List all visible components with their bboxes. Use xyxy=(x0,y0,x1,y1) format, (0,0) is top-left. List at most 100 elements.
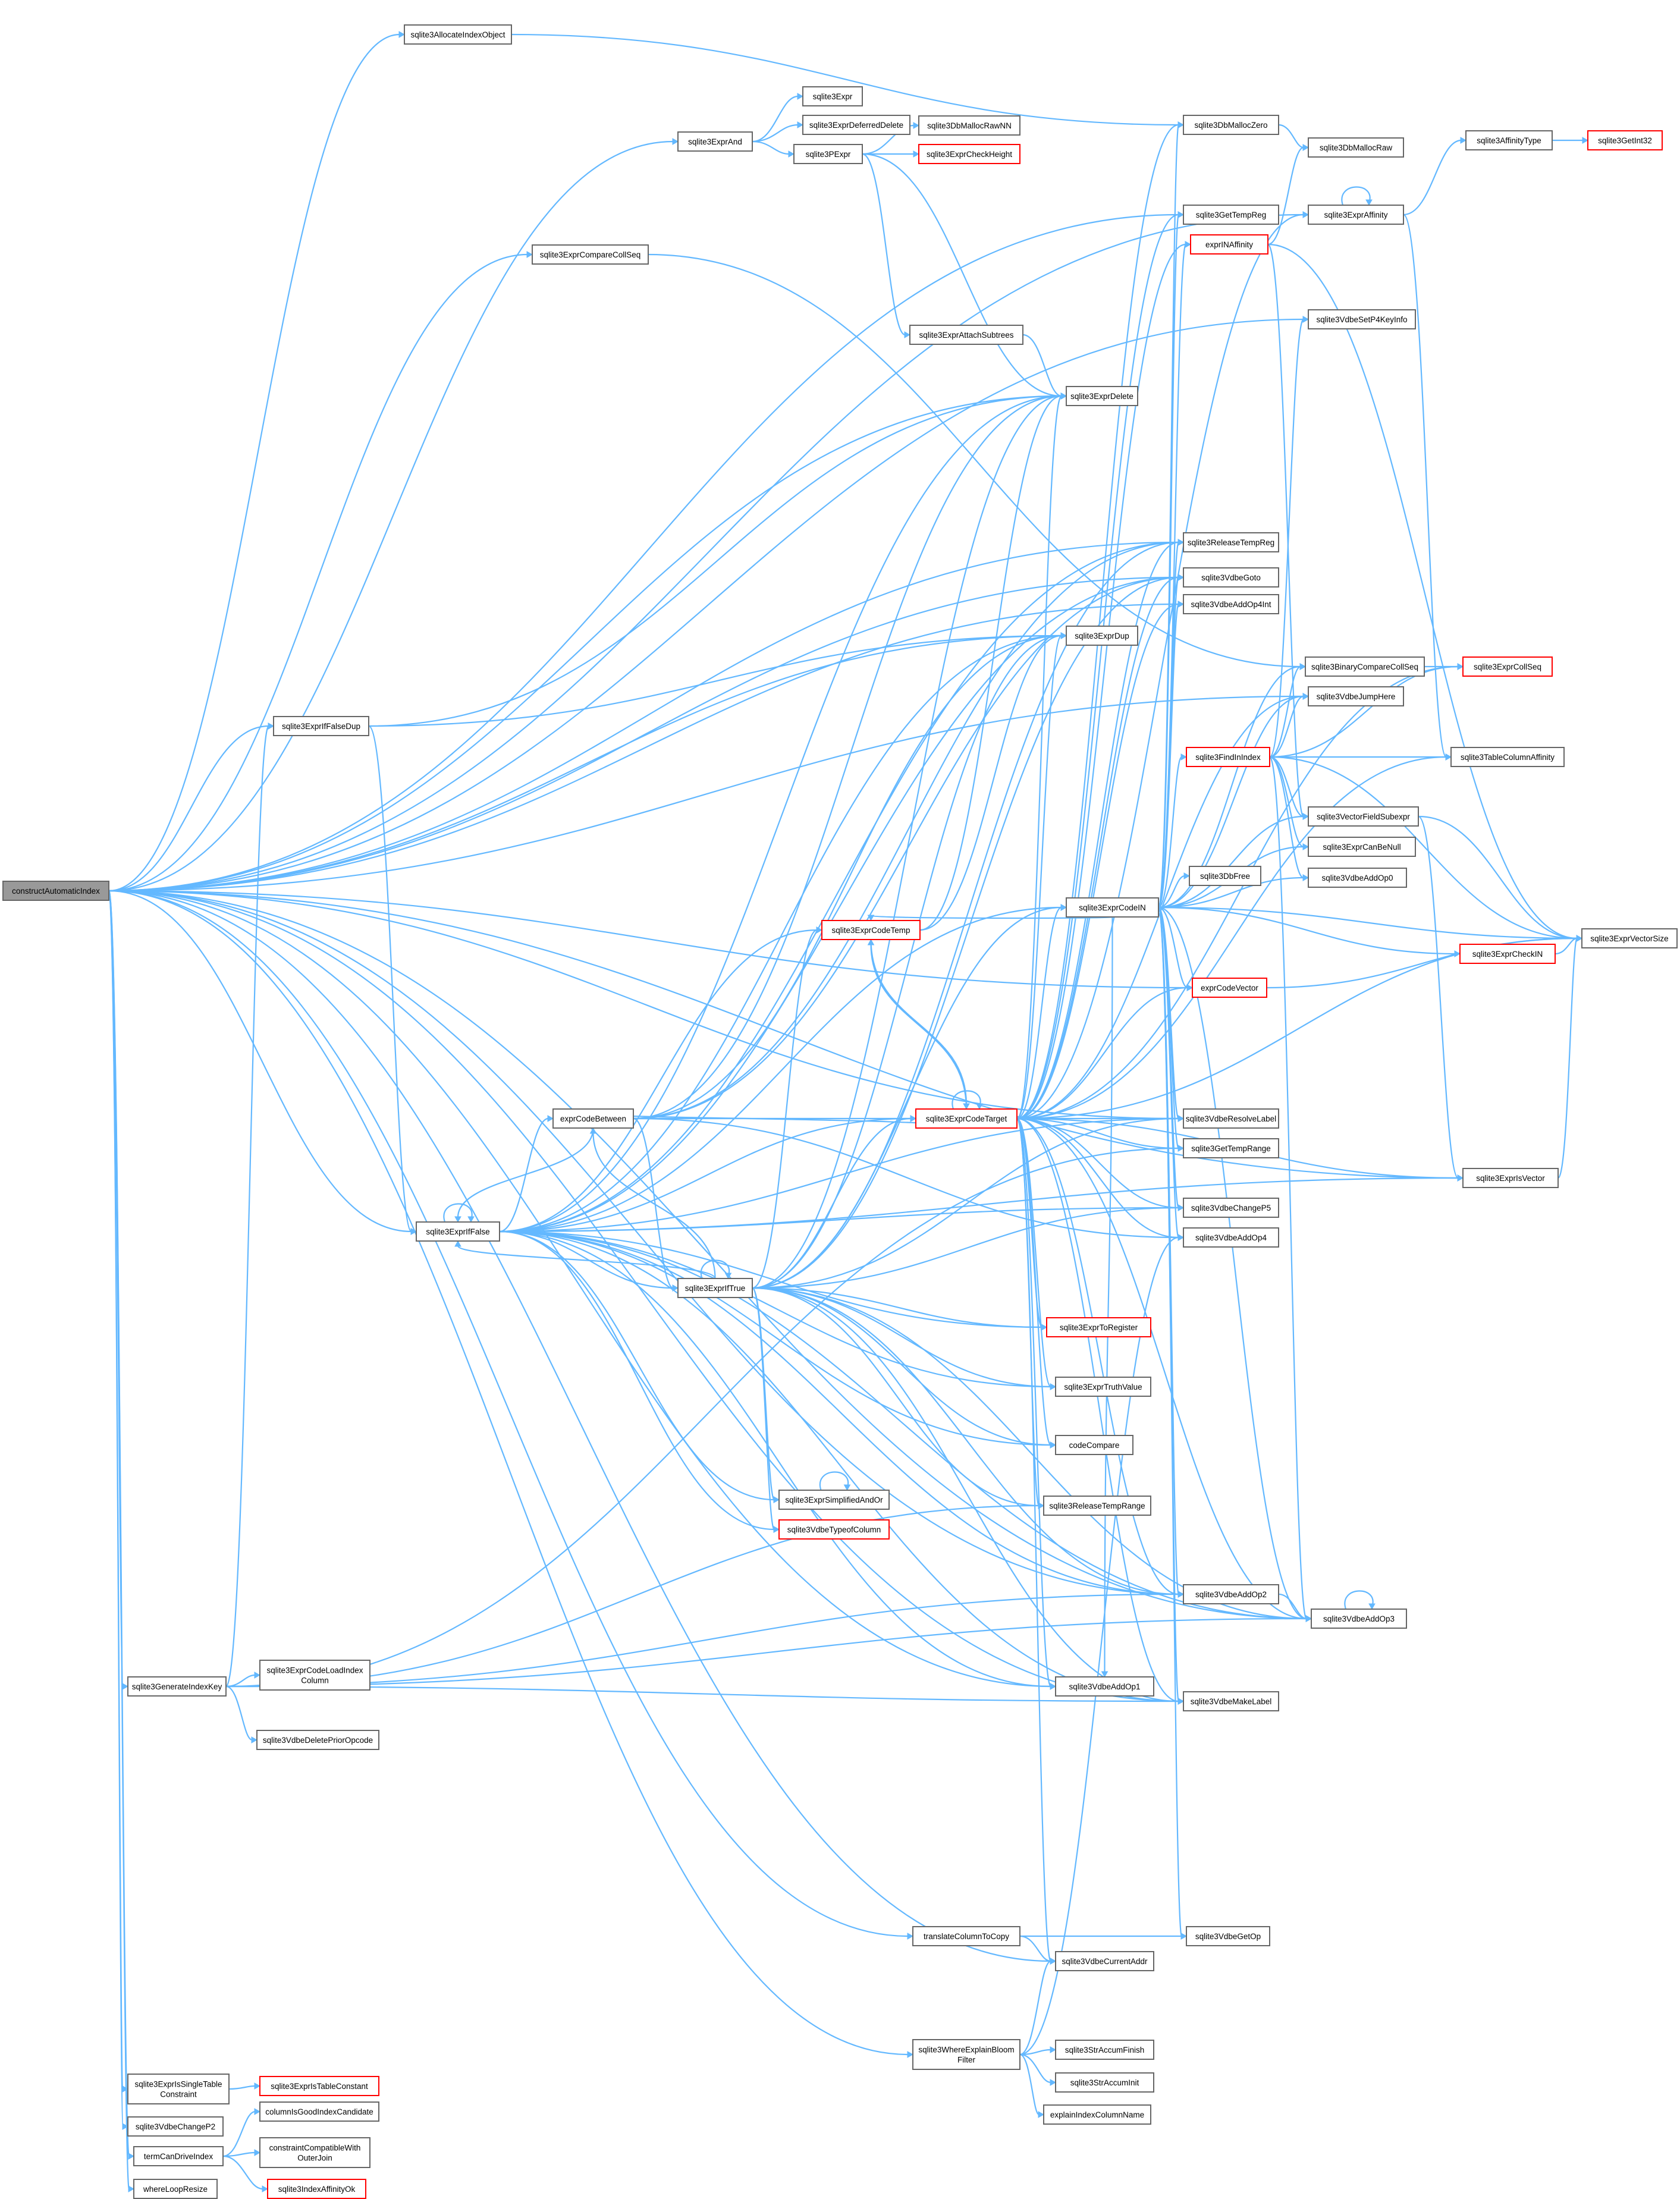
edge-line xyxy=(108,695,1304,892)
edges-layer xyxy=(108,31,1589,2192)
node-dbMallocZero[interactable]: sqlite3DbMallocZero xyxy=(1183,115,1279,135)
node-exprDefDel[interactable]: sqlite3ExprDeferredDelete xyxy=(802,115,910,135)
edge-arrowhead xyxy=(773,1496,780,1503)
node-box xyxy=(912,2039,1020,2070)
node-affType[interactable]: sqlite3AffinityType xyxy=(1465,130,1553,150)
node-exprCodeBetween[interactable]: exprCodeBetween xyxy=(552,1108,634,1129)
node-dbMallocRaw[interactable]: sqlite3DbMallocRaw xyxy=(1308,137,1404,158)
node-vdbeTypeof[interactable]: sqlite3VdbeTypeofColumn xyxy=(778,1519,890,1540)
edge-line xyxy=(443,1203,473,1223)
node-box xyxy=(1183,115,1279,135)
edge-line xyxy=(870,939,968,1105)
node-exprVecSize[interactable]: sqlite3ExprVectorSize xyxy=(1581,928,1678,948)
node-vdbeGetOp[interactable]: sqlite3VdbeGetOp xyxy=(1186,1926,1270,1946)
node-exprCodeTarget[interactable]: sqlite3ExprCodeTarget xyxy=(915,1108,1018,1129)
edge-line xyxy=(108,890,1307,1620)
node-vdbeResolveLabel[interactable]: sqlite3VdbeResolveLabel xyxy=(1183,1108,1279,1129)
node-exprCodeVector[interactable]: exprCodeVector xyxy=(1192,978,1267,998)
edge-line xyxy=(751,1287,775,1501)
node-exprDup[interactable]: sqlite3ExprDup xyxy=(1066,626,1138,646)
node-vecField[interactable]: sqlite3VectorFieldSubexpr xyxy=(1308,806,1419,827)
node-exprCompareColl[interactable]: sqlite3ExprCompareCollSeq xyxy=(532,244,649,265)
edge-arrowhead xyxy=(1185,241,1192,248)
node-findInIdx[interactable]: sqlite3FindInIndex xyxy=(1186,747,1270,767)
node-pExpr[interactable]: sqlite3PExpr xyxy=(793,144,863,164)
edge-exprCodeTarget-to-vdbeJumpHere xyxy=(1016,693,1310,1120)
node-exprIfFalseDup[interactable]: sqlite3ExprIfFalseDup xyxy=(273,716,369,736)
node-getTempRange[interactable]: sqlite3GetTempRange xyxy=(1183,1138,1279,1158)
node-binColl[interactable]: sqlite3BinaryCompareCollSeq xyxy=(1305,656,1425,677)
edge-exprCodeIN-to-vdbeAddOp4 xyxy=(1157,906,1185,1241)
node-label: exprCodeVector xyxy=(1201,984,1258,992)
edge-line xyxy=(499,1230,1042,1328)
node-vdbeCurAddr[interactable]: sqlite3VdbeCurrentAddr xyxy=(1055,1951,1154,1971)
node-vdbeJumpHere[interactable]: sqlite3VdbeJumpHere xyxy=(1308,686,1404,706)
node-exprToRegister[interactable]: sqlite3ExprToRegister xyxy=(1046,1317,1151,1337)
node-exprDelete[interactable]: sqlite3ExprDelete xyxy=(1066,386,1138,406)
node-exprIfTrue[interactable]: sqlite3ExprIfTrue xyxy=(677,1278,753,1298)
node-genIdxKey[interactable]: sqlite3GenerateIndexKey xyxy=(127,1676,227,1697)
node-codeCompare[interactable]: codeCompare xyxy=(1055,1435,1133,1455)
edge-exprIfTrue-to-vdbeResolveLabel xyxy=(752,1115,1185,1289)
node-allocIdx[interactable]: sqlite3AllocateIndexObject xyxy=(404,24,512,45)
node-exprTruth[interactable]: sqlite3ExprTruthValue xyxy=(1055,1377,1151,1397)
node-exprAnd[interactable]: sqlite3ExprAnd xyxy=(677,131,753,152)
node-vdbeAddOp4Int[interactable]: sqlite3VdbeAddOp4Int xyxy=(1183,594,1279,614)
node-colIsGood[interactable]: columnIsGoodIndexCandidate xyxy=(259,2101,379,2122)
node-strAccumInit[interactable]: sqlite3StrAccumInit xyxy=(1055,2072,1154,2093)
node-exprCheckHeight[interactable]: sqlite3ExprCheckHeight xyxy=(918,144,1020,164)
node-transColCopy[interactable]: translateColumnToCopy xyxy=(912,1926,1020,1946)
node-label: sqlite3ExprTruthValue xyxy=(1064,1383,1142,1391)
node-termCanDrive[interactable]: termCanDriveIndex xyxy=(133,2146,224,2166)
node-getTempReg[interactable]: sqlite3GetTempReg xyxy=(1183,205,1279,225)
edge-arrowhead xyxy=(1180,1933,1188,1940)
node-vdbeChangeP2[interactable]: sqlite3VdbeChangeP2 xyxy=(127,2116,224,2137)
node-exprCodeTemp[interactable]: sqlite3ExprCodeTemp xyxy=(821,920,921,940)
node-box xyxy=(1066,386,1138,406)
node-relTempReg[interactable]: sqlite3ReleaseTempReg xyxy=(1183,532,1279,552)
node-tableColAff[interactable]: sqlite3TableColumnAffinity xyxy=(1450,747,1565,767)
node-vdbeAddOp2[interactable]: sqlite3VdbeAddOp2 xyxy=(1183,1584,1279,1604)
node-dbMallocRawNN[interactable]: sqlite3DbMallocRawNN xyxy=(918,115,1020,136)
edge-affType-to-getInt32 xyxy=(1552,137,1589,144)
node-exprCanBeNull[interactable]: sqlite3ExprCanBeNull xyxy=(1308,837,1416,857)
node-exprIsVector[interactable]: sqlite3ExprIsVector xyxy=(1462,1168,1559,1188)
node-exprIfFalse[interactable]: sqlite3ExprIfFalse xyxy=(416,1221,500,1242)
node-explIdxCol[interactable]: explainIndexColumnName xyxy=(1043,2104,1151,2125)
node-vdbeMakeLabel[interactable]: sqlite3VdbeMakeLabel xyxy=(1183,1691,1279,1711)
node-relTempRange[interactable]: sqlite3ReleaseTempRange xyxy=(1043,1496,1151,1516)
node-vdbeDelPrior[interactable]: sqlite3VdbeDeletePriorOpcode xyxy=(256,1730,379,1750)
node-exprCodeIN[interactable]: sqlite3ExprCodeIN xyxy=(1066,897,1159,918)
node-expr[interactable]: sqlite3Expr xyxy=(802,86,863,106)
node-vdbeAddOp3[interactable]: sqlite3VdbeAddOp3 xyxy=(1311,1609,1407,1629)
node-getInt32[interactable]: sqlite3GetInt32 xyxy=(1587,130,1663,150)
node-vdbeAddOp1[interactable]: sqlite3VdbeAddOp1 xyxy=(1055,1676,1154,1697)
node-vdbeSetP4[interactable]: sqlite3VdbeSetP4KeyInfo xyxy=(1308,309,1416,329)
node-vdbeAddOp0[interactable]: sqlite3VdbeAddOp0 xyxy=(1308,868,1407,888)
edge-arrowhead xyxy=(1302,211,1310,218)
node-idxAffOk[interactable]: sqlite3IndexAffinityOk xyxy=(267,2179,366,2199)
node-vdbeAddOp4[interactable]: sqlite3VdbeAddOp4 xyxy=(1183,1227,1279,1248)
node-exprCheckIN[interactable]: sqlite3ExprCheckIN xyxy=(1459,944,1556,964)
node-exprIsTblConst[interactable]: sqlite3ExprIsTableConstant xyxy=(259,2076,379,2096)
node-exprCollSeq[interactable]: sqlite3ExprCollSeq xyxy=(1462,656,1553,677)
node-root[interactable]: constructAutomaticIndex xyxy=(2,881,109,901)
edge-exprAff-to-exprAff xyxy=(1341,186,1373,206)
edge-line xyxy=(919,634,1062,931)
node-exprAttach[interactable]: sqlite3ExprAttachSubtrees xyxy=(909,325,1023,345)
node-exprAff[interactable]: sqlite3ExprAffinity xyxy=(1308,205,1404,225)
edge-line xyxy=(1557,937,1578,1179)
node-exprNAff[interactable]: exprINAffinity xyxy=(1190,234,1268,255)
node-whereLoopResize[interactable]: whereLoopResize xyxy=(133,2179,218,2199)
node-exprSimplAndOr[interactable]: sqlite3ExprSimplifiedAndOr xyxy=(778,1490,890,1510)
node-strAccumFin[interactable]: sqlite3StrAccumFinish xyxy=(1055,2040,1154,2060)
node-vdbeChangeP5[interactable]: sqlite3VdbeChangeP5 xyxy=(1183,1198,1279,1218)
node-label: exprINAffinity xyxy=(1205,240,1253,249)
node-vdbeGoto[interactable]: sqlite3VdbeGoto xyxy=(1183,567,1279,588)
node-dbFree[interactable]: sqlite3DbFree xyxy=(1189,866,1261,886)
edge-line xyxy=(1019,1935,1051,1962)
